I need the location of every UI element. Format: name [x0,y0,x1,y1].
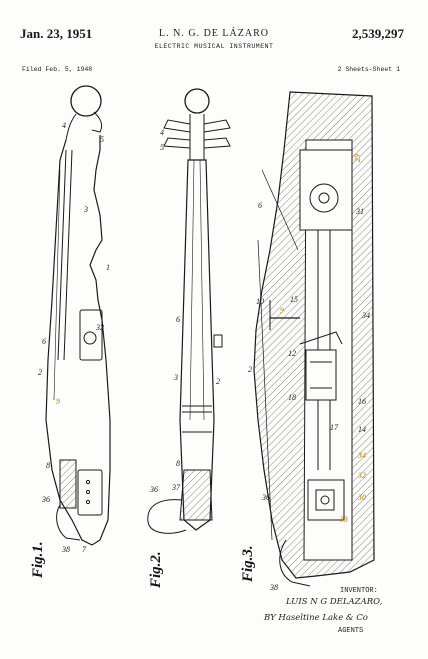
fig2-reference-numbers: 4 5 6 3 2 8 36 37 Fig.2. [148,128,220,589]
inventor-signature: LUIS N G DELAZARO, [285,597,383,607]
fig3-ref-31: 31 [355,207,364,216]
fig3-lower-inner [315,489,335,511]
fig1-ref-4: 4 [62,121,66,130]
fig2-body-outline [179,159,215,531]
agents-label: AGENTS [338,627,363,635]
fig3-ref-9: 9 [280,306,284,315]
fig2-peg-right [203,119,231,133]
fig2-peg-left [163,119,191,133]
fig2-ref-4: 4 [160,128,164,137]
fig3-ref-2: 2 [248,365,252,374]
fig2-side-knob [213,334,223,348]
fig1-control-knob [83,331,97,345]
fig1-ref-36: 36 [41,495,50,504]
fig1-ref-38: 38 [61,545,70,554]
agent-signature: BY Haseltine Lake & Co [263,613,368,623]
filed-date: Filed Feb. 5, 1948 [22,66,93,73]
fig1-peg [91,111,103,133]
fig1-drawing [45,85,111,546]
fig3-ref-12: 12 [288,349,296,358]
fig1-hatched-block [59,459,77,509]
fig3-lower-block [307,479,345,521]
fig1-ref-32: 32 [95,323,104,332]
fig1-headstock-back [65,113,77,141]
fig1-screw [85,489,91,495]
fig1-chinrest [56,504,81,541]
fig3-gear [309,183,339,213]
fig2-tailpiece [179,469,213,521]
fig2-peg-right-2 [203,137,231,149]
fig1-body-outline [45,135,111,546]
fig2-ref-36: 36 [149,485,158,494]
fig3-ref-34-lower: 34 [357,451,366,460]
fig3-ref-29: 29 [353,154,362,163]
fig2-ref-6: 6 [176,315,180,324]
fig3-pickup-unit [305,349,337,401]
patent-number: 2,539,297 [352,26,404,41]
fig3-ref-30: 30 [357,493,366,502]
sheet-count: 2 Sheets-Sheet 1 [337,66,400,73]
patent-date: Jan. 23, 1951 [20,26,93,41]
fig3-ref-14: 14 [358,425,366,434]
fig2-ref-37: 37 [171,483,181,492]
fig3-ref-18: 18 [288,393,296,402]
fig1-control-plate [79,309,103,361]
fig2-label: Fig.2. [148,551,164,589]
fig3-fingerboard-rod [261,169,299,251]
fig2-peg-left-2 [163,137,191,149]
fig3-ref-17: 17 [330,423,339,432]
fig3-ref-34-upper: 34 [361,311,370,320]
fig3-lower-screw [320,495,330,505]
fig2-ref-8: 8 [176,459,180,468]
fig2-ref-3: 3 [173,373,178,382]
fig1-string [53,169,61,401]
fig3-chinrest [279,539,311,587]
fig3-ref-15: 15 [290,295,298,304]
fig1-ref-6: 6 [42,337,46,346]
fig1-reference-numbers: 4 5 3 1 32 6 2 9 8 36 38 7 Fig.1. [30,121,110,579]
fig3-label: Fig.3. [240,545,256,583]
fig2-string [189,159,195,421]
fig1-screw [85,479,91,485]
fig3-drawing [253,91,375,587]
fig1-fingerboard-edge [57,149,67,361]
fig2-ref-2: 2 [216,377,220,386]
fig3-ref-32: 32 [357,471,366,480]
fig3-ref-36: 36 [261,493,270,502]
signature-block: INVENTOR: LUIS N G DELAZARO, BY Haseltin… [263,587,383,635]
fig3-lever [299,331,343,345]
fig3-string [257,239,273,541]
fig1-ref-7: 7 [82,545,87,554]
fig3-reference-numbers: 6 29 31 10 9 15 34 12 2 18 16 14 17 34 3… [240,154,370,592]
inventor-name: L. N. G. DE LÁZARO [159,28,269,39]
patent-title: ELECTRIC MUSICAL INSTRUMENT [154,43,274,50]
fig1-label: Fig.1. [30,541,46,579]
fig3-upper-housing [299,149,353,231]
fig1-ref-9: 9 [56,397,60,406]
fig1-ref-5: 5 [100,135,104,144]
fig2-pegbox [189,114,205,160]
fig3-gear-hub [318,192,330,204]
fig3-ref-33: 33 [339,515,348,524]
inventor-label: INVENTOR: [340,587,378,595]
fig1-screw [85,499,91,505]
fig1-ref-2: 2 [38,368,42,377]
fig1-fingerboard-edge-2 [63,149,73,361]
fig2-string [199,159,205,421]
fig3-ref-6: 6 [258,201,262,210]
fig2-scroll-knob [184,88,210,114]
fig3-ref-38: 38 [269,583,278,592]
fig1-ref-8: 8 [46,461,50,470]
fig3-ref-16: 16 [358,397,366,406]
fig1-scroll-knob [70,85,102,117]
fig3-ref-10: 10 [256,297,264,306]
fig2-drawing [147,88,231,534]
fig1-ref-1: 1 [106,263,110,272]
fig2-ref-5: 5 [160,143,164,152]
fig2-chinrest [147,499,187,534]
fig1-tailpiece [77,469,103,516]
fig1-ref-3: 3 [83,205,88,214]
